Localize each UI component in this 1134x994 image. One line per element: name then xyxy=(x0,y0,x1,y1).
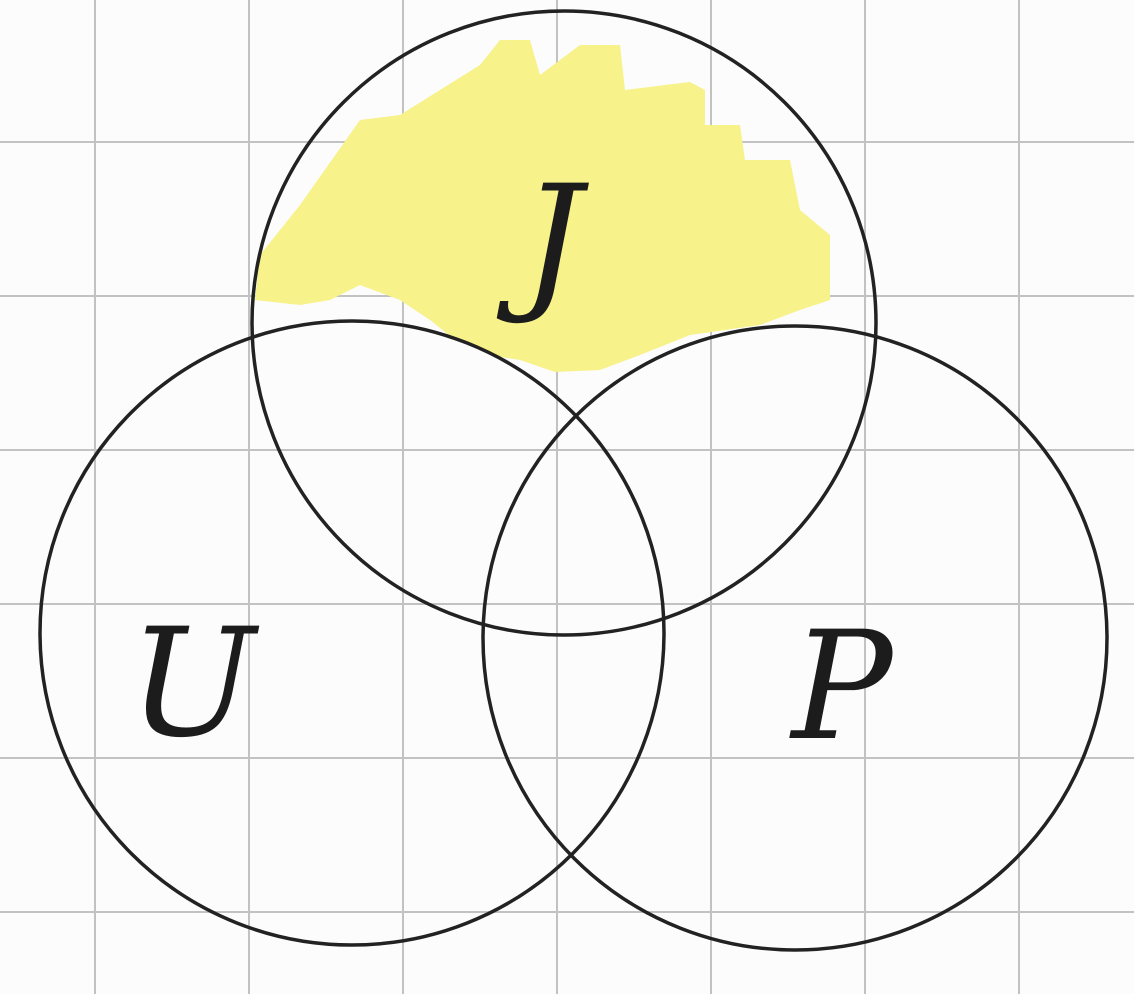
highlight-region-j-only xyxy=(255,40,830,372)
set-circle-p xyxy=(481,324,1109,952)
set-label-u: U xyxy=(129,597,260,771)
set-circle-j xyxy=(250,9,878,637)
highlight-scribble xyxy=(255,40,830,372)
set-label-p: P xyxy=(789,600,896,774)
set-circle-u xyxy=(38,319,666,947)
